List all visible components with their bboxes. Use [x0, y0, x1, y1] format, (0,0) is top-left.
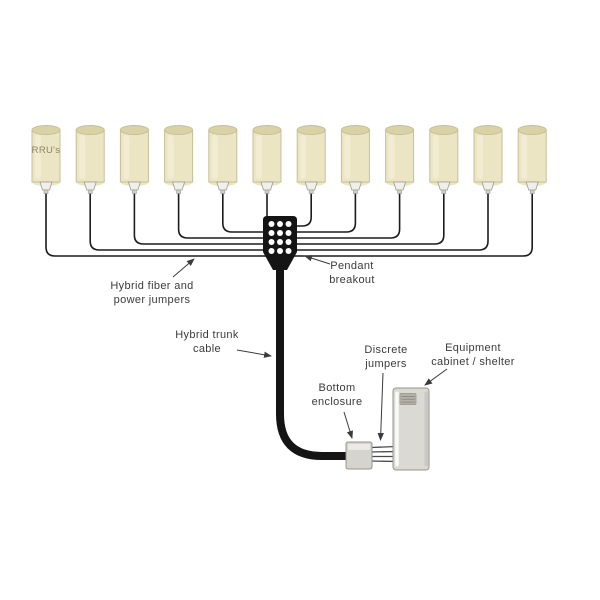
label-bottom-enclosure: Bottom enclosure — [312, 382, 363, 439]
hybrid-jumpers-label-line2: power jumpers — [114, 294, 191, 306]
hybrid-jumper-cable — [89, 193, 277, 251]
pendant-port-dot — [268, 248, 275, 254]
bottom-enclosure — [345, 441, 373, 470]
cabinet-vent-lines — [401, 396, 415, 403]
bottom-enclosure-arrow — [343, 411, 353, 439]
equipment-cabinet-label-line1: Equipment — [445, 342, 501, 354]
pendant-port-dot — [277, 230, 283, 236]
discrete-jumpers-label-line2: jumpers — [364, 358, 407, 370]
hybrid-jumper-cable — [283, 193, 312, 227]
bottom-enclosure-top — [348, 444, 370, 450]
discrete-jumpers-label-line1: Discrete — [364, 344, 407, 356]
rru-unit — [75, 125, 105, 194]
hybrid-jumper-cable — [283, 193, 445, 245]
pendant-port-dot — [277, 221, 283, 227]
hybrid-jumper-cable — [283, 193, 533, 257]
pendant-port-dot — [277, 239, 283, 245]
rru-unit — [385, 125, 415, 194]
equipment-cabinet — [392, 387, 430, 471]
discrete-jumpers-arrow — [377, 372, 384, 441]
discrete-jumper-wire — [370, 460, 397, 463]
rru-unit — [429, 125, 459, 194]
hybrid-jumper-cable — [283, 193, 401, 239]
label-trunk-cable: Hybrid trunk cable — [175, 329, 272, 358]
pendant-label-line2: breakout — [329, 274, 375, 286]
label-equipment-cabinet: Equipment cabinet / shelter — [424, 342, 515, 386]
hybrid-jumper-cable — [45, 193, 277, 257]
pendant-ports — [268, 221, 292, 254]
rru-unit — [340, 125, 370, 194]
trunk-arrow — [236, 349, 272, 358]
cabinet-highlight — [395, 391, 399, 467]
pendant-port-dot — [285, 221, 292, 227]
label-discrete-jumpers: Discrete jumpers — [364, 344, 407, 441]
hybrid-jumper-cable — [222, 193, 277, 233]
trunk-label-line1: Hybrid trunk — [175, 329, 239, 341]
rru-unit — [164, 125, 194, 194]
pendant-port-dot — [285, 230, 292, 236]
cabinet-body — [392, 387, 430, 471]
label-pendant-breakout: Pendant breakout — [304, 255, 375, 286]
discrete-jumper-wires — [370, 445, 397, 463]
hybrid-jumpers-arrow — [172, 258, 195, 278]
discrete-jumper-wire — [370, 445, 397, 449]
rru-unit — [517, 125, 547, 194]
label-hybrid-jumpers: Hybrid fiber and power jumpers — [110, 258, 195, 306]
hybrid-jumper-cable — [283, 193, 357, 233]
rru-unit — [208, 125, 238, 194]
hybrid-jumper-cable — [133, 193, 277, 245]
pendant-port-dot — [268, 221, 275, 227]
rru-row — [31, 125, 547, 194]
pendant-breakout — [263, 216, 297, 270]
rru-unit — [296, 125, 326, 194]
trunk-label-line2: cable — [193, 343, 221, 355]
pendant-port-dot — [268, 239, 275, 245]
cabinet-shadow — [424, 391, 428, 467]
bottom-enclosure-label-line2: enclosure — [312, 396, 363, 408]
rru-label: RRU's — [32, 145, 61, 156]
hybrid-jumper-cable — [177, 193, 277, 239]
hybrid-jumper-cables — [45, 193, 533, 257]
bottom-enclosure-label-line1: Bottom — [319, 382, 356, 394]
hybrid-trunk-cable — [276, 268, 347, 460]
pendant-arrow — [304, 255, 331, 265]
pendant-port-dot — [277, 248, 283, 254]
pendant-port-dot — [285, 248, 292, 254]
equipment-cabinet-arrow — [424, 368, 448, 386]
discrete-jumper-wire — [370, 450, 397, 453]
rru-unit — [473, 125, 503, 194]
rru-unit — [252, 125, 282, 194]
rru-unit — [31, 125, 61, 194]
pendant-port-dot — [268, 230, 275, 236]
hybrid-jumpers-label-line1: Hybrid fiber and — [110, 280, 193, 292]
pendant-port-dot — [285, 239, 292, 245]
equipment-cabinet-label-line2: cabinet / shelter — [431, 356, 515, 368]
hybrid-jumper-cable — [283, 193, 489, 251]
rru-unit — [119, 125, 149, 194]
pendant-label-line1: Pendant — [330, 260, 373, 272]
